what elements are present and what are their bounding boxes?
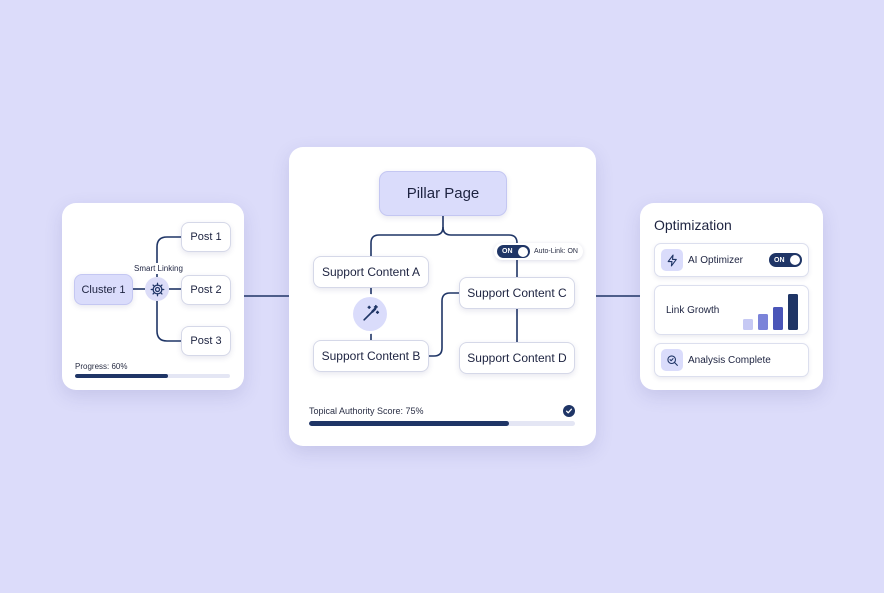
post-node-2[interactable]: Post 2	[181, 275, 231, 305]
pillar-page-node[interactable]: Pillar Page	[379, 171, 507, 216]
ai-optimizer-row[interactable]: AI Optimizer ON	[654, 243, 809, 277]
analysis-row[interactable]: Analysis Complete	[654, 343, 809, 377]
link-growth-label: Link Growth	[666, 305, 720, 316]
progress-fill	[75, 374, 168, 378]
optimization-title: Optimization	[654, 217, 732, 233]
ai-optimizer-toggle[interactable]: ON	[769, 253, 802, 267]
support-content-d[interactable]: Support Content D	[459, 342, 575, 374]
post-node-3[interactable]: Post 3	[181, 326, 231, 356]
toggle-knob	[790, 255, 800, 265]
lightning-icon	[661, 249, 683, 271]
progress-bar	[75, 374, 230, 378]
cluster-lines	[133, 236, 181, 342]
link-growth-row: Link Growth	[654, 285, 809, 335]
support-content-c[interactable]: Support Content C	[459, 277, 575, 309]
auto-link-switch[interactable]: ON	[497, 245, 530, 258]
progress-label: Progress: 60%	[75, 362, 128, 371]
authority-score-bar	[309, 421, 575, 426]
magnifier-check-icon	[661, 349, 683, 371]
link-growth-bars	[743, 294, 798, 330]
ai-optimizer-label: AI Optimizer	[688, 255, 744, 266]
cluster-card: Cluster 1 Post 1 Post 2 Post 3 Smart Lin…	[62, 203, 244, 390]
link-growth-bar-1	[743, 319, 753, 330]
toggle-on-label: ON	[774, 256, 785, 264]
magic-wand-icon[interactable]	[353, 297, 387, 331]
check-icon	[563, 405, 575, 417]
support-content-b[interactable]: Support Content B	[313, 340, 429, 372]
auto-link-label: Auto-Link: ON	[534, 248, 578, 255]
toggle-knob	[518, 246, 528, 257]
smart-linking-label: Smart Linking	[131, 263, 186, 274]
optimization-card: Optimization AI Optimizer ON Link Growth…	[640, 203, 823, 390]
pillar-card: Pillar Page Support Content A Support Co…	[289, 147, 596, 446]
toggle-on-label: ON	[502, 248, 513, 255]
cluster-node[interactable]: Cluster 1	[74, 274, 133, 305]
post-node-1[interactable]: Post 1	[181, 222, 231, 252]
analysis-label: Analysis Complete	[688, 355, 771, 366]
support-content-a[interactable]: Support Content A	[313, 256, 429, 288]
authority-score-label: Topical Authority Score: 75%	[309, 406, 424, 416]
gear-icon[interactable]	[145, 277, 169, 301]
link-growth-bar-2	[758, 314, 768, 330]
link-growth-bar-4	[788, 294, 798, 330]
authority-score-fill	[309, 421, 509, 426]
auto-link-toggle[interactable]: ON Auto-Link: ON	[494, 243, 583, 260]
link-growth-bar-3	[773, 307, 783, 330]
